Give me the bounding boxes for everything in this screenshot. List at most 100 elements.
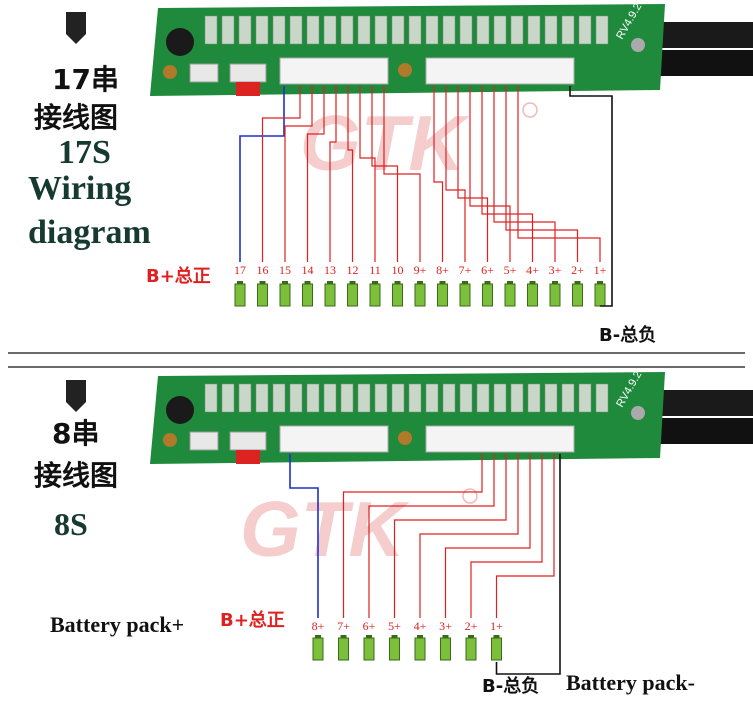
mount-nut [398,431,412,445]
battery-cell-terminal [462,281,468,284]
wire-cell [306,86,325,262]
wire-cell [444,454,531,618]
battery-cell [440,637,451,661]
cell-label: 2+ [571,263,584,277]
battery-cell-terminal [439,281,446,284]
battery-cell-terminal [237,281,243,284]
cell-label: 11 [369,263,381,277]
cell-label: 4+ [526,263,539,277]
battery-cell-terminal [484,281,491,284]
battery-cell-terminal [366,635,372,638]
balance-resistor [289,15,303,45]
battery-cell-terminal [468,635,474,638]
cell-label: 16 [257,263,269,277]
wire-cell [359,86,376,262]
balance-resistor [204,15,218,45]
battery-cell [437,283,448,307]
battery-cell [594,283,606,307]
buzzer-icon [166,28,194,56]
mount-clip-icon [66,12,86,34]
title-17s-en-diagram: diagram [28,214,151,251]
battery-cell-terminal [349,281,356,284]
wire-cell [433,86,444,262]
balance-resistor [544,383,558,413]
battery-cell-terminal [259,281,266,284]
balance-resistor [272,15,286,45]
cell-label: 10 [392,263,404,277]
battery-cell-terminal [282,281,288,284]
balance-resistor [578,383,592,413]
battery-cell [504,283,516,307]
balance-resistor [408,383,422,413]
battery-cell [491,637,502,661]
balance-resistor [510,383,524,413]
wire-cell [368,454,495,618]
battery-cell [257,283,268,307]
buzzer-icon [166,396,194,424]
balance-resistor [425,383,439,413]
balance-resistor [306,383,320,413]
battery-cell [324,283,336,307]
battery-cell [363,637,375,661]
registered-mark-icon [522,102,538,118]
battery-cell [482,283,493,307]
cell-label: 8+ [436,263,449,277]
balance-resistor [255,15,269,45]
small-connector [189,63,219,83]
balance-resistor [459,383,473,413]
battery-cell-terminal [574,281,581,284]
title-8s-cn: 8串 [52,417,100,450]
battery-cell [392,283,403,307]
power-cable-2 [650,50,753,76]
balance-resistor [221,383,235,413]
balance-resistor [561,15,575,45]
small-connector-wires [236,82,260,96]
wire-cell [419,454,519,618]
small-connector [229,63,267,83]
mount-nut [398,63,412,77]
battery-cell [527,283,538,307]
balance-resistor [289,383,303,413]
power-cable-2 [650,418,753,444]
balance-resistor [340,383,354,413]
battery-cell-terminal [340,635,347,638]
wire-b-minus [569,86,613,307]
wire-cell [517,86,601,262]
wire-cell [469,86,511,262]
battery-cell-terminal [507,281,513,284]
watermark-logo: GTK [240,485,410,573]
balance-resistor [221,15,235,45]
balance-resistor [391,15,405,45]
power-cable-1 [650,22,753,48]
balance-resistor [204,383,218,413]
mount-nut [163,433,177,447]
cell-label: 5+ [388,619,401,633]
b-minus-label-8s: B-总负 [482,676,540,697]
wire-cell [261,86,301,262]
balance-resistor [408,15,422,45]
small-connector [229,431,267,451]
battery-cell [465,637,477,661]
wire-cell [347,86,354,262]
balance-resistor [493,383,507,413]
small-connector-wires [236,450,260,464]
balance-connector-left [279,425,389,453]
battery-cell [312,637,324,661]
cell-label: 5+ [504,263,517,277]
wire-cell [445,86,466,262]
balance-resistor [493,15,507,45]
terminal-screw [631,406,645,420]
battery-cell-terminal [552,281,558,284]
title-17s-en: 17S [58,134,111,171]
wire-b-plus [289,454,319,618]
battery-cell-terminal [394,281,401,284]
balance-resistor [476,15,490,45]
balance-resistor [255,383,269,413]
cell-label: 2+ [465,619,478,633]
title-8s-en: 8S [54,506,88,542]
balance-resistor [323,383,337,413]
balance-resistor [442,15,456,45]
mount-clip-tip [66,402,86,412]
